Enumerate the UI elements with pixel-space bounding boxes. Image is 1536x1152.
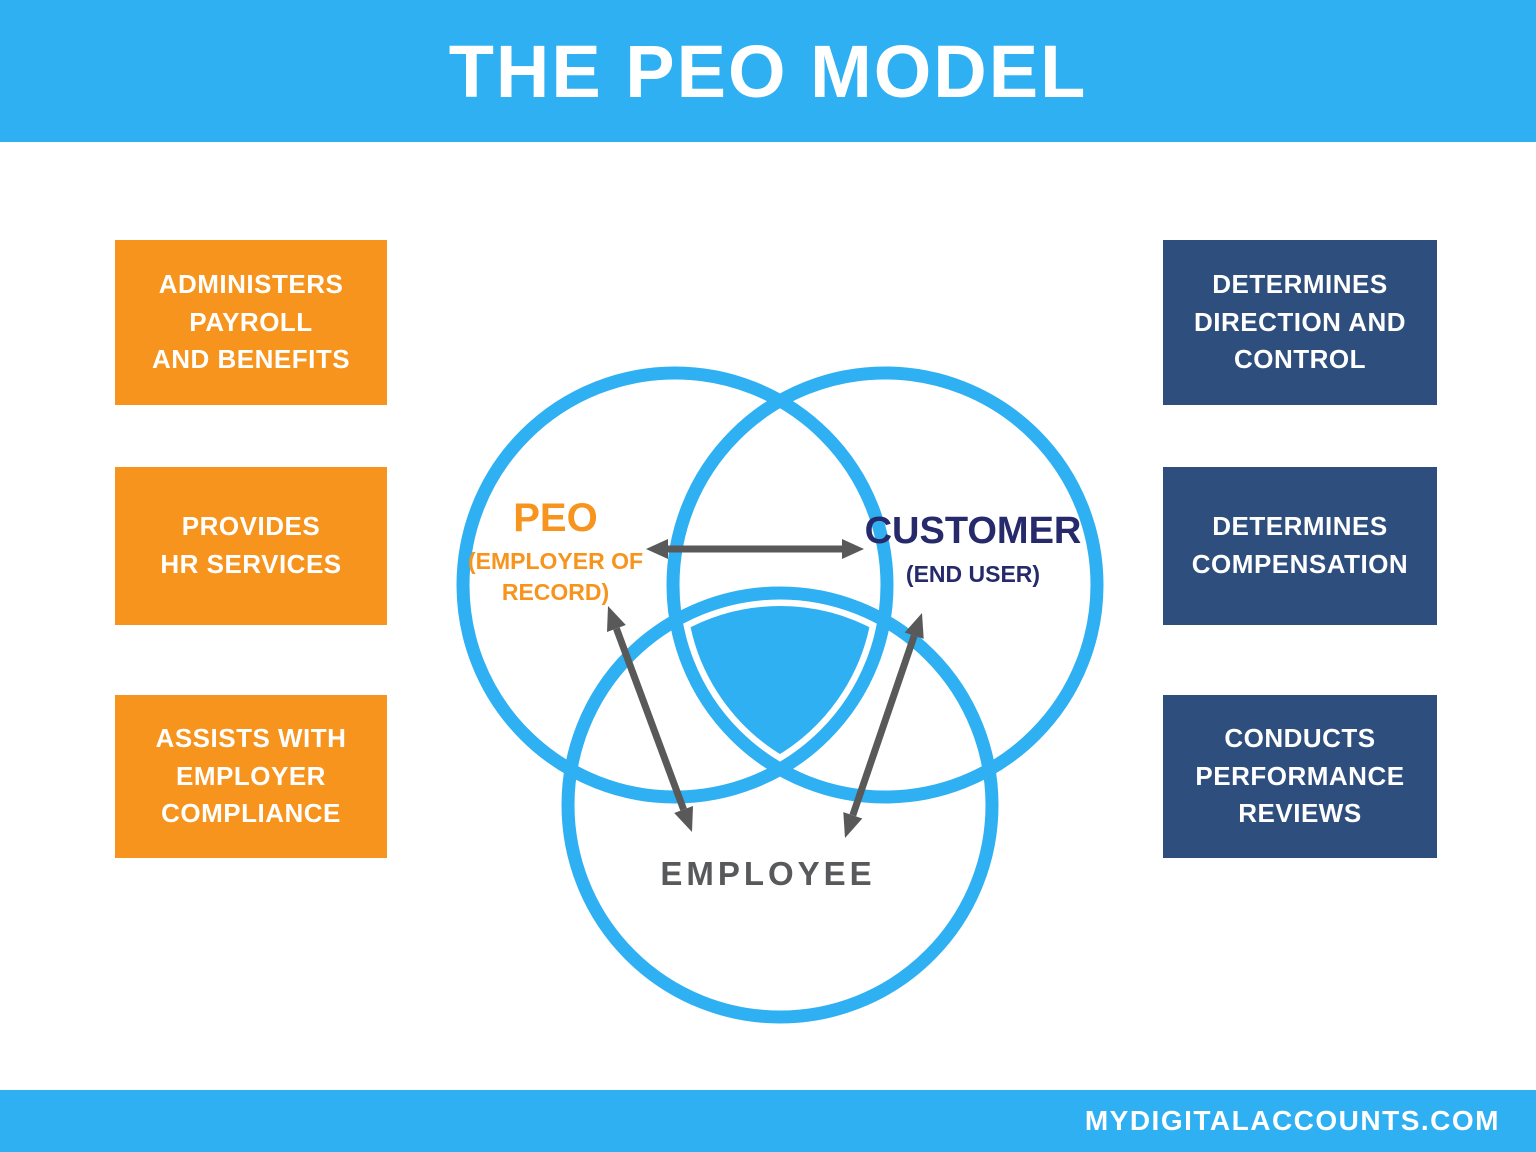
- venn-label-employee: EMPLOYEE: [660, 855, 876, 892]
- arrow-peo-customer: [646, 539, 864, 559]
- venn-label-customer: CUSTOMER (END USER): [848, 510, 1098, 588]
- card-text: CONDUCTS PERFORMANCE REVIEWS: [1195, 722, 1405, 829]
- header-bar: THE PEO MODEL: [0, 0, 1536, 142]
- card-direction-and-control: DETERMINES DIRECTION AND CONTROL: [1163, 240, 1437, 405]
- venn-circle-employee: [561, 586, 999, 1024]
- venn-center-intersection: [663, 580, 897, 783]
- customer-title: CUSTOMER: [864, 510, 1082, 552]
- card-text: DETERMINES DIRECTION AND CONTROL: [1193, 268, 1407, 375]
- card-administers-payroll: ADMINISTERS PAYROLL AND BENEFITS: [115, 240, 387, 405]
- website-url: MYDIGITALACCOUNTS.COM: [1084, 1105, 1500, 1136]
- card-text: DETERMINES COMPENSATION: [1191, 511, 1409, 579]
- peo-title: PEO: [513, 496, 598, 540]
- customer-subtitle: (END USER): [905, 561, 1041, 587]
- arrow-customer-employee: [843, 613, 924, 838]
- card-determines-compensation: DETERMINES COMPENSATION: [1163, 467, 1437, 625]
- card-text: ADMINISTERS PAYROLL AND BENEFITS: [151, 268, 351, 375]
- card-performance-reviews: CONDUCTS PERFORMANCE REVIEWS: [1163, 695, 1437, 858]
- page-title: THE PEO MODEL: [448, 29, 1088, 113]
- venn-label-peo: PEO (EMPLOYER OF RECORD): [448, 496, 663, 608]
- venn-circle-peo: [456, 366, 894, 804]
- footer-bar: MYDIGITALACCOUNTS.COM: [0, 1090, 1536, 1152]
- venn-circle-customer: [666, 366, 1104, 804]
- card-employer-compliance: ASSISTS WITH EMPLOYER COMPLIANCE: [115, 695, 387, 858]
- card-text: ASSISTS WITH EMPLOYER COMPLIANCE: [155, 722, 347, 829]
- card-text: PROVIDES HR SERVICES: [160, 511, 342, 579]
- peo-subtitle: (EMPLOYER OF RECORD): [467, 548, 644, 606]
- arrow-peo-employee: [607, 606, 693, 832]
- card-provides-hr-services: PROVIDES HR SERVICES: [115, 467, 387, 625]
